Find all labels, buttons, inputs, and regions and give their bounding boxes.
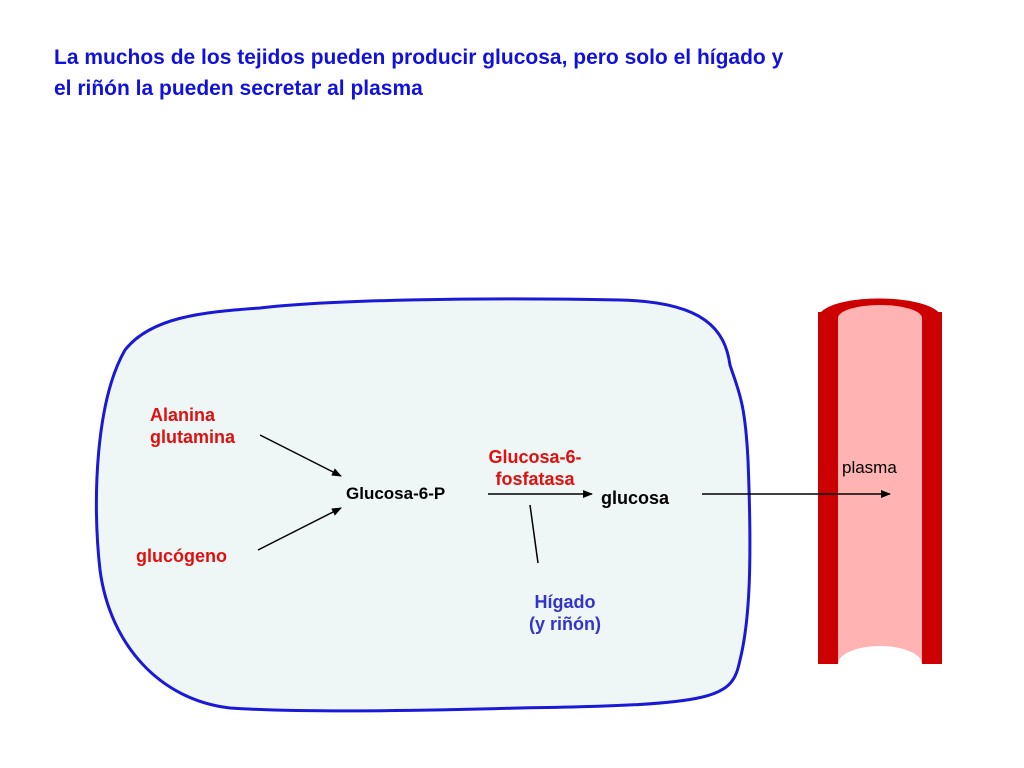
vessel-top-rim: [818, 298, 942, 318]
vessel-wall-right: [922, 312, 942, 664]
label-glucose: glucosa: [601, 488, 670, 508]
slide-title: La muchos de los tejidos pueden producir…: [54, 42, 984, 104]
label-aminoacids: Alanina glutamina: [150, 404, 235, 448]
label-enzyme: Glucosa-6- fosfatasa: [470, 446, 600, 490]
label-aminoacids-line-2: glutamina: [150, 427, 236, 447]
label-organs-line-1: Hígado: [534, 592, 596, 612]
label-glycogen: glucógeno: [136, 546, 227, 566]
vessel-wall-left: [818, 312, 838, 664]
vessel-top-opening: [838, 305, 922, 331]
arrow-aminoacids-to-g6p: [259, 434, 342, 477]
label-enzyme-line-1: Glucosa-6-: [488, 447, 582, 467]
label-aminoacids-line-1: Alanina: [150, 405, 216, 425]
blood-vessel: [818, 298, 942, 682]
label-plasma: plasma: [842, 458, 897, 477]
label-enzyme-line-2: fosfatasa: [495, 469, 575, 489]
vessel-bottom-opening: [838, 646, 922, 682]
vessel-lumen: [838, 312, 922, 664]
slide-title-line-1: La muchos de los tejidos pueden producir…: [54, 46, 784, 69]
arrow-glycogen-to-g6p: [257, 507, 342, 551]
organ-pointer-line: [529, 504, 539, 564]
cell-outline: [94, 297, 752, 713]
label-organs: Hígado (y riñón): [505, 591, 625, 635]
label-organs-line-2: (y riñón): [529, 614, 601, 634]
label-glucose-6-phosphate: Glucosa-6-P: [346, 484, 446, 503]
slide-title-line-2: el riñón la pueden secretar al plasma: [54, 77, 423, 100]
